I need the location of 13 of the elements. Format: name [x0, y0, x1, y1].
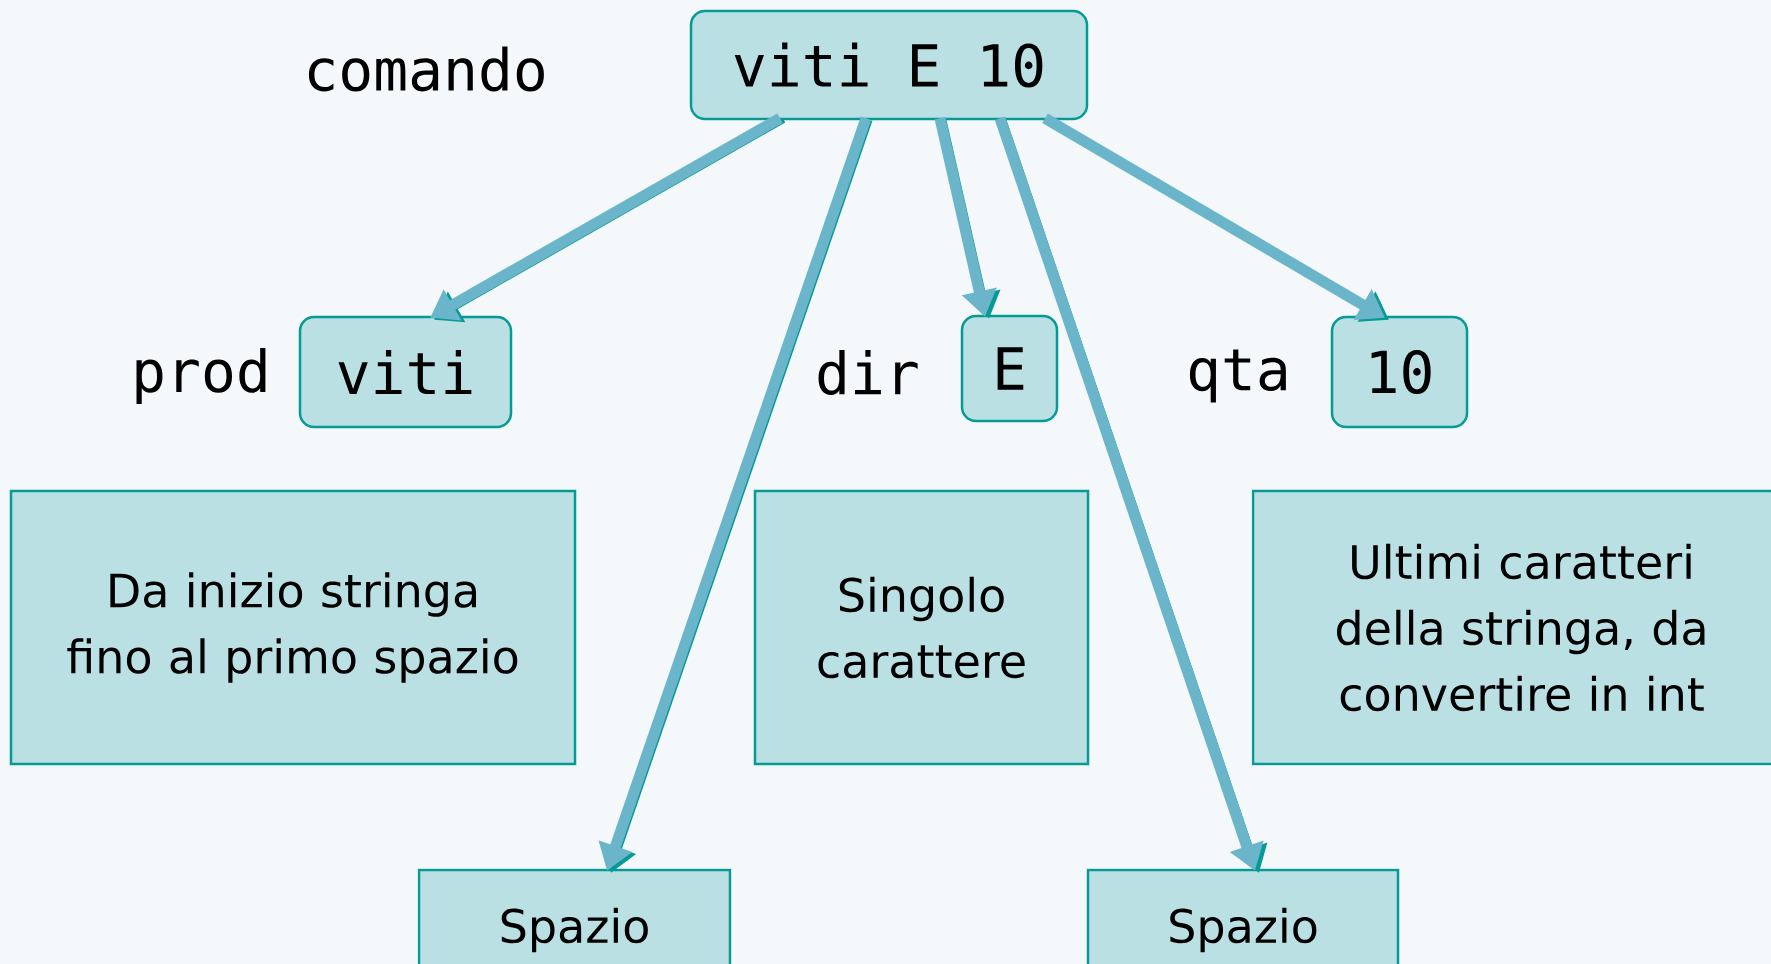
code-box: 10 [1330, 315, 1469, 429]
text-box: Spazio [417, 868, 732, 964]
text-box: Da inizio stringa fino al primo spazio [9, 489, 577, 766]
text-box: Ultimi caratteri della stringa, da convertire in int [1251, 489, 1771, 766]
code-box: viti E 10 [689, 9, 1089, 121]
variable-name: qta [1189, 349, 1286, 403]
code-box: viti [298, 315, 513, 429]
text-box: Singolo carattere [753, 489, 1090, 766]
variable-name: prod [136, 347, 266, 405]
code-box: E [960, 314, 1059, 423]
variable-name: dir [818, 350, 918, 395]
variable-name: comando [308, 46, 544, 92]
text-box: Spazio [1086, 868, 1400, 964]
